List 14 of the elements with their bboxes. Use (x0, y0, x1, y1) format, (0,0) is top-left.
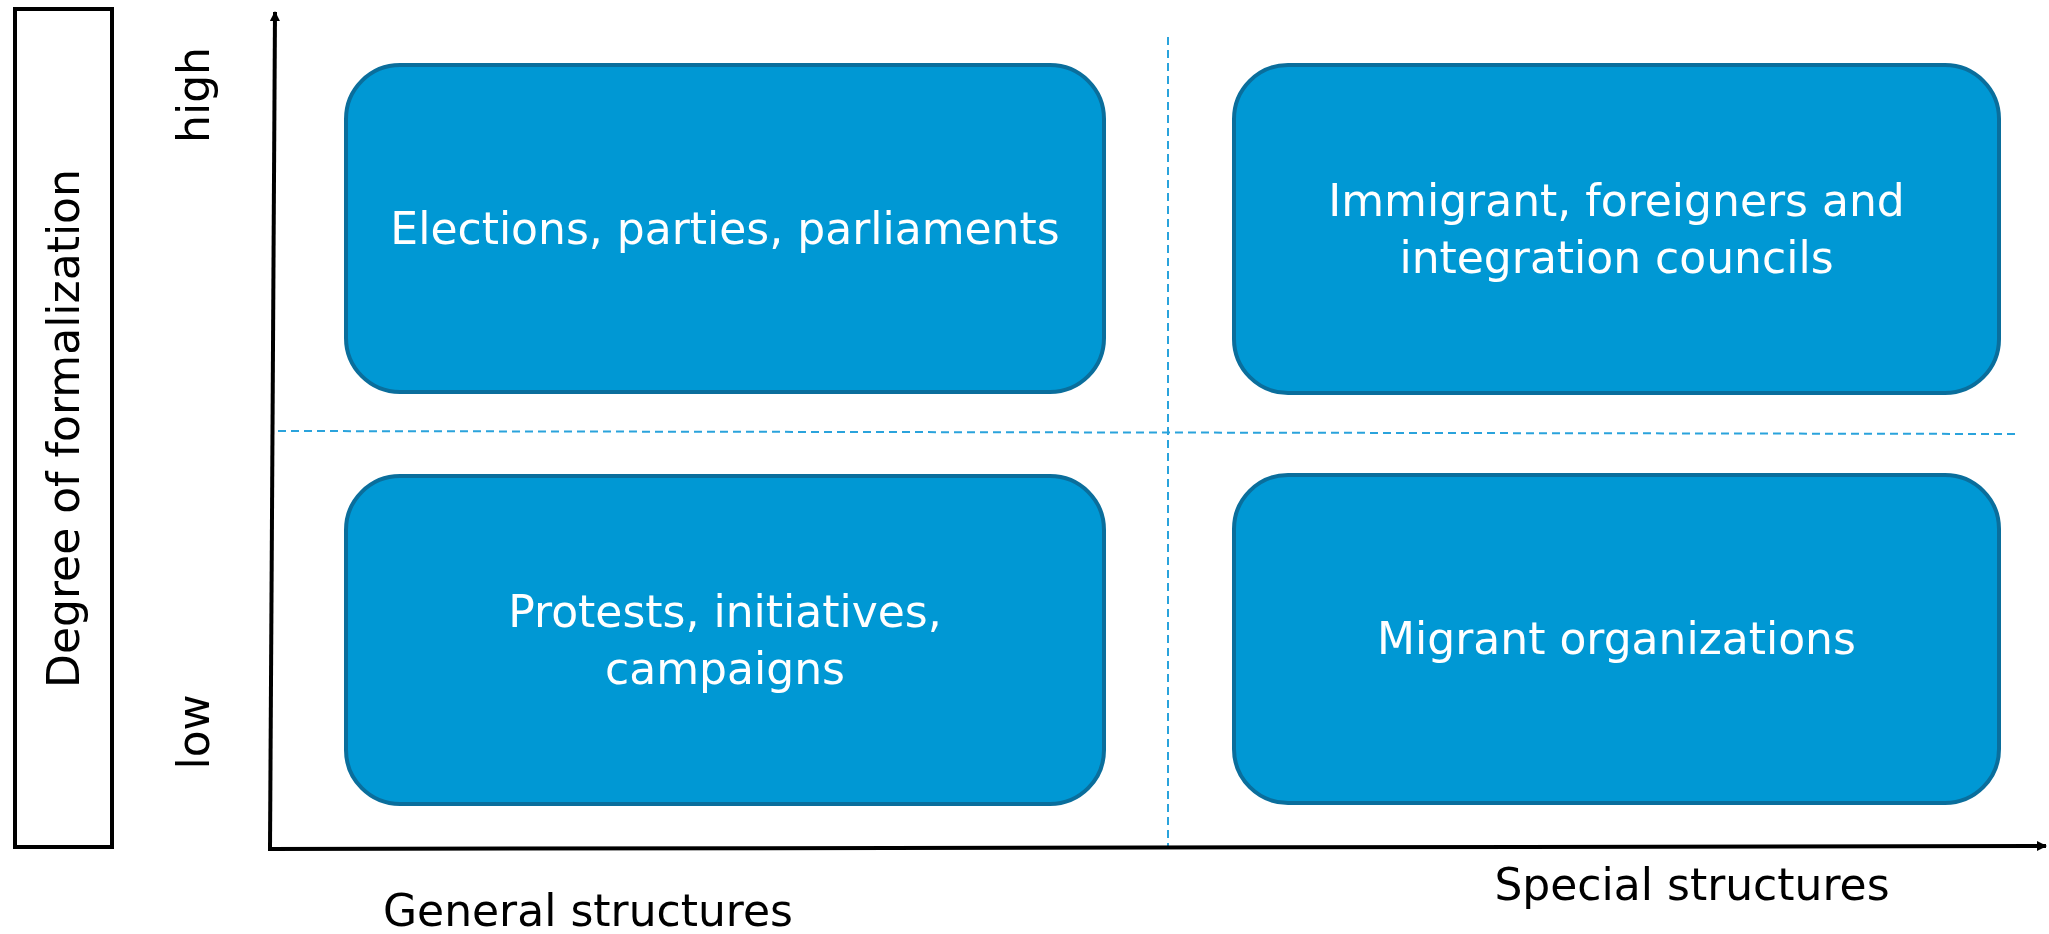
quadrant-label: Protests, initiatives, campaigns (507, 584, 943, 696)
quadrant-label: Elections, parties, parliaments (390, 201, 1060, 256)
axis-category-label: Special structures (1494, 858, 1890, 910)
quadrant-box (344, 63, 1106, 394)
axis-tick-label: low (167, 694, 219, 770)
quadrant-label: Immigrant, foreigners and integration councils (1327, 173, 1906, 285)
quadrant-label: Migrant organizations (1377, 612, 1856, 667)
axis-title-box (13, 7, 114, 849)
axis-title: Degree of formalization (38, 168, 89, 688)
quadrant-box (344, 474, 1106, 806)
quadrant-box (1232, 473, 2001, 805)
axis-category-label: General structures (383, 884, 793, 934)
axis-tick-label: high (167, 47, 219, 143)
quadrant-box (1232, 63, 2001, 395)
